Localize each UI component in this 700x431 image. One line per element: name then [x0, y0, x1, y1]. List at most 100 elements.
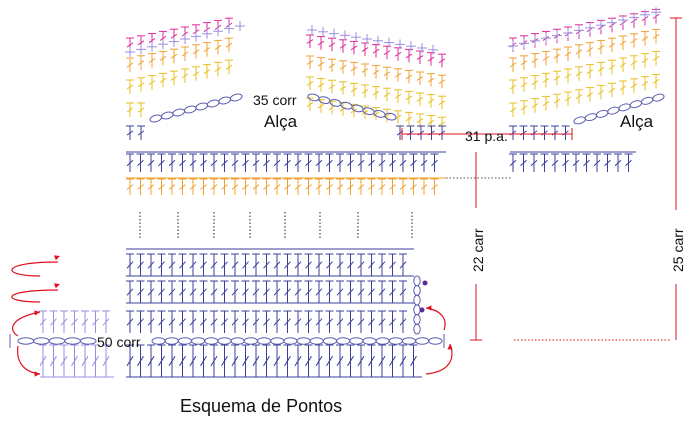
double-crochet-stitch [252, 153, 260, 172]
double-crochet-stitch [383, 45, 391, 60]
double-crochet-stitch [178, 280, 187, 303]
single-crochet-stitch [596, 20, 606, 31]
double-crochet-stitch [608, 37, 616, 53]
double-crochet-stitch [417, 125, 425, 140]
double-crochet-stitch [262, 310, 271, 333]
double-crochet-stitch [214, 61, 222, 77]
double-crochet-stitch [367, 178, 376, 195]
double-crochet-stitch [564, 46, 572, 61]
double-crochet-stitch [346, 310, 355, 333]
double-crochet-stitch [367, 153, 376, 172]
double-crochet-stitch [126, 79, 134, 94]
single-crochet-stitch [417, 43, 427, 53]
double-crochet-stitch [81, 344, 89, 377]
double-crochet-stitch [294, 153, 302, 172]
double-crochet-stitch [553, 93, 561, 109]
double-crochet-stitch [252, 178, 260, 195]
double-crochet-stitch [427, 73, 435, 87]
measurement-marks [139, 17, 682, 341]
double-crochet-stitch [49, 310, 58, 333]
double-crochet-stitch [189, 153, 197, 172]
double-crochet-stitch [328, 58, 336, 73]
single-crochet-stitch [563, 28, 573, 38]
chain-stitch-icon [206, 99, 220, 108]
double-crochet-stitch [619, 57, 627, 72]
double-crochet-stitch [405, 69, 413, 84]
single-crochet-stitch [213, 26, 223, 37]
double-crochet-stitch [273, 344, 281, 377]
chain-stitch-icon [270, 337, 285, 345]
double-crochet-stitch [361, 63, 369, 77]
chain-stitch-icon [388, 337, 403, 345]
double-crochet-stitch [262, 253, 271, 276]
double-crochet-stitch [126, 280, 134, 303]
single-crochet-stitch [180, 34, 190, 44]
handle-label-right: Alça [620, 112, 654, 131]
double-crochet-stitch [241, 178, 250, 195]
chain-stitch-icon [322, 337, 338, 345]
double-crochet-stitch [388, 153, 397, 172]
double-crochet-stitch [394, 89, 402, 103]
chain-stitch-icon [218, 96, 232, 105]
double-crochet-stitch [210, 310, 218, 333]
turn-arrow-icon [11, 261, 59, 277]
double-crochet-stitch [168, 178, 176, 195]
double-crochet-stitch [624, 153, 633, 172]
chain-stitch-icon [413, 304, 421, 316]
double-crochet-stitch [520, 55, 528, 70]
double-crochet-stitch [409, 344, 418, 377]
double-crochet-stitch [551, 153, 559, 172]
double-crochet-stitch [315, 178, 323, 195]
double-crochet-stitch [157, 153, 166, 172]
single-crochet-stitch [125, 47, 135, 57]
double-crochet-stitch [394, 110, 402, 124]
double-crochet-stitch [178, 153, 187, 172]
chain-stitch-icon [151, 337, 166, 345]
double-crochet-stitch [241, 280, 250, 303]
chain-stitch-icon [243, 337, 258, 345]
single-crochet-stitch [629, 12, 639, 23]
single-crochet-stitch [235, 21, 245, 31]
double-crochet-stitch [273, 280, 281, 303]
single-crochet-stitch [307, 25, 317, 35]
double-crochet-stitch [509, 153, 517, 172]
single-crochet-stitch [169, 36, 179, 47]
double-crochet-stitch [325, 153, 334, 172]
double-crochet-stitch [357, 253, 365, 276]
double-crochet-stitch [586, 64, 594, 79]
single-crochet-stitch [158, 39, 168, 50]
chain-stitch-icon [652, 93, 665, 102]
double-crochet-stitch [336, 310, 344, 333]
double-crochet-stitch [438, 53, 446, 68]
chain-stitch-icon [48, 337, 66, 345]
single-crochet-stitch [574, 25, 584, 36]
double-crochet-stitch [304, 178, 313, 195]
double-crochet-stitch [430, 153, 439, 172]
double-crochet-stitch [630, 78, 638, 93]
double-crochet-stitch [39, 310, 47, 333]
double-crochet-stitch [136, 178, 145, 195]
double-crochet-stitch [561, 153, 570, 172]
chain-stitch-icon [217, 337, 232, 345]
double-crochet-stitch [388, 253, 397, 276]
double-crochet-stitch [540, 153, 549, 172]
double-crochet-stitch [520, 100, 528, 115]
double-crochet-stitch [199, 280, 208, 303]
double-crochet-stitch [509, 125, 517, 140]
single-crochet-stitch [329, 28, 339, 39]
chain-stitch-icon [309, 337, 324, 345]
double-crochet-stitch [241, 253, 250, 276]
double-crochet-stitch [367, 344, 376, 377]
double-crochet-stitch [531, 75, 539, 90]
chain-stitch-icon [318, 96, 331, 105]
double-crochet-stitch [192, 66, 200, 81]
double-crochet-stitch [189, 253, 197, 276]
double-crochet-stitch [70, 344, 79, 377]
double-crochet-stitch [346, 344, 355, 377]
chain-stitch-icon [618, 103, 631, 112]
turning-arrows [11, 255, 453, 377]
chain-stitch-icon [413, 314, 421, 325]
chain-stitch-icon [401, 337, 417, 345]
double-crochet-stitch [178, 178, 187, 195]
chain-stitch-icon [413, 294, 421, 306]
